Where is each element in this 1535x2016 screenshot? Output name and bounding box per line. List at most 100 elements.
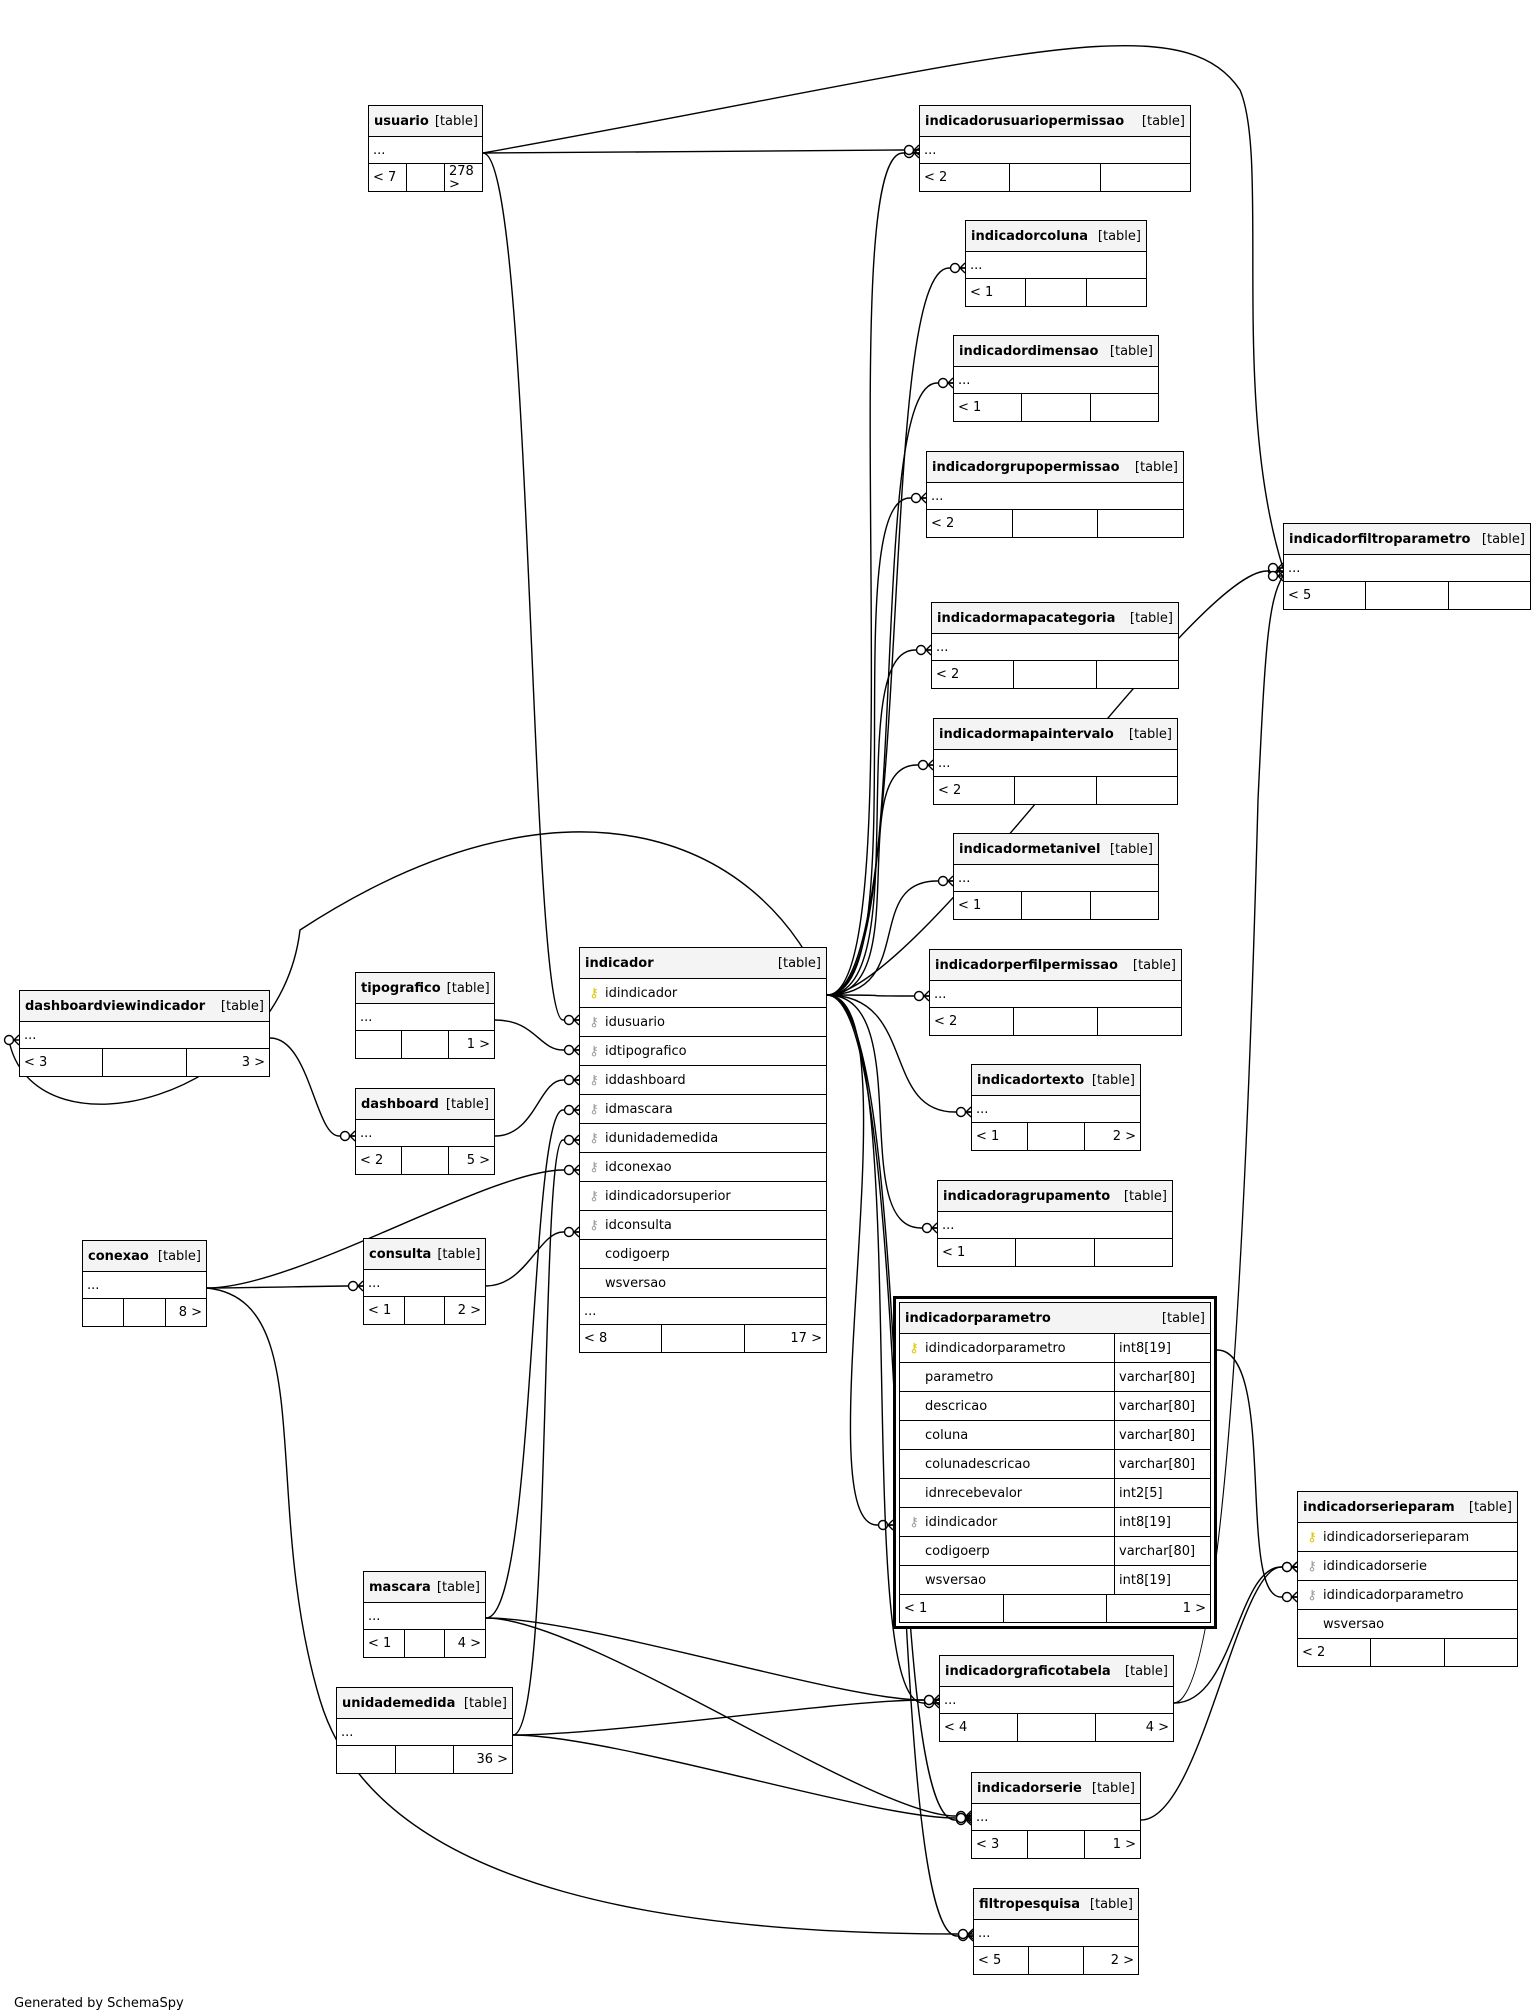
table-name[interactable]: indicador: [585, 955, 654, 971]
table-indicadorserieparam[interactable]: indicadorserieparam[table]⚷idindicadorse…: [1297, 1491, 1518, 1667]
table-name[interactable]: conexao: [88, 1248, 149, 1264]
table-indicadorusuariopermissao[interactable]: indicadorusuariopermissao[table]...< 2: [919, 105, 1191, 192]
table-indicadorcoluna[interactable]: indicadorcoluna[table]...< 1: [965, 220, 1147, 307]
parent-count[interactable]: [356, 1031, 401, 1058]
parent-count[interactable]: [337, 1746, 395, 1773]
table-name[interactable]: indicadorparametro: [905, 1310, 1051, 1326]
child-count[interactable]: [1095, 777, 1177, 804]
child-count[interactable]: 4 >: [444, 1630, 485, 1657]
table-name[interactable]: indicadorserie: [977, 1780, 1082, 1796]
table-name[interactable]: indicadorgraficotabela: [945, 1663, 1111, 1679]
table-name[interactable]: filtropesquisa: [979, 1896, 1081, 1912]
table-name[interactable]: unidademedida: [342, 1695, 456, 1711]
column-row[interactable]: ⚷idindicadorserie: [1298, 1552, 1517, 1581]
column-row[interactable]: ⚷idunidademedida: [580, 1124, 826, 1153]
child-count[interactable]: 1 >: [447, 1031, 494, 1058]
table-indicadorparametro[interactable]: indicadorparametro[table]⚷idindicadorpar…: [893, 1296, 1217, 1629]
column-row[interactable]: ⚷idindicadorserieparam: [1298, 1523, 1517, 1552]
child-count[interactable]: 1 >: [1106, 1595, 1210, 1622]
parent-count[interactable]: < 1: [958, 400, 982, 415]
child-count[interactable]: [1089, 394, 1158, 421]
child-count[interactable]: [1097, 510, 1183, 537]
parent-count[interactable]: < 2: [924, 170, 948, 185]
child-count[interactable]: [1093, 1239, 1172, 1266]
table-indicadorfiltroparametro[interactable]: indicadorfiltroparametro[table]...< 5: [1283, 523, 1531, 610]
parent-count[interactable]: < 1: [904, 1601, 928, 1616]
table-indicador[interactable]: indicador[table]⚷idindicador⚷idusuario⚷i…: [579, 947, 827, 1353]
table-name[interactable]: consulta: [369, 1246, 432, 1262]
parent-count[interactable]: < 1: [368, 1303, 392, 1318]
child-count[interactable]: 17 >: [743, 1325, 826, 1352]
table-name[interactable]: indicadortexto: [977, 1072, 1085, 1088]
table-indicadormetanivel[interactable]: indicadormetanivel[table]...< 1: [953, 833, 1159, 920]
parent-count[interactable]: < 1: [976, 1129, 1000, 1144]
column-row[interactable]: wsversao: [1298, 1610, 1517, 1639]
table-name[interactable]: indicadorgrupopermissao: [932, 459, 1120, 475]
parent-count[interactable]: < 2: [938, 783, 962, 798]
column-row[interactable]: ⚷iddashboard: [580, 1066, 826, 1095]
table-unidademedida[interactable]: unidademedida[table]...36 >: [336, 1687, 513, 1774]
table-name[interactable]: usuario: [374, 113, 429, 129]
parent-count[interactable]: < 7: [373, 170, 397, 185]
parent-count[interactable]: < 5: [978, 1953, 1002, 1968]
table-name[interactable]: indicadorusuariopermissao: [925, 113, 1125, 129]
table-name[interactable]: indicadoragrupamento: [943, 1188, 1111, 1204]
child-count[interactable]: 1 >: [1083, 1831, 1140, 1858]
table-name[interactable]: indicadormapacategoria: [937, 610, 1116, 626]
table-indicadoragrupamento[interactable]: indicadoragrupamento[table]...< 1: [937, 1180, 1173, 1267]
table-indicadorperfilpermissao[interactable]: indicadorperfilpermissao[table]...< 2: [929, 949, 1182, 1036]
table-name[interactable]: dashboardviewindicador: [25, 998, 206, 1014]
column-row[interactable]: ⚷idindicadorparametro: [1298, 1581, 1517, 1610]
table-name[interactable]: indicadorcoluna: [971, 228, 1088, 244]
parent-count[interactable]: < 2: [1302, 1645, 1326, 1660]
parent-count[interactable]: < 1: [368, 1636, 392, 1651]
child-count[interactable]: 2 >: [444, 1297, 485, 1324]
parent-count[interactable]: < 3: [24, 1055, 48, 1070]
column-row[interactable]: codigoerp: [580, 1240, 826, 1269]
table-name[interactable]: indicadorfiltroparametro: [1289, 531, 1471, 547]
table-name[interactable]: indicadormapaintervalo: [939, 726, 1114, 742]
child-count[interactable]: [1089, 892, 1158, 919]
table-name[interactable]: indicadorperfilpermissao: [935, 957, 1118, 973]
child-count[interactable]: 2 >: [1083, 1123, 1140, 1150]
column-row[interactable]: ⚷idconsulta: [580, 1211, 826, 1240]
child-count[interactable]: 3 >: [185, 1049, 269, 1076]
child-count[interactable]: 4 >: [1095, 1714, 1173, 1741]
parent-count[interactable]: < 8: [584, 1331, 608, 1346]
column-row[interactable]: wsversao: [580, 1269, 826, 1298]
column-row[interactable]: ⚷idmascara: [580, 1095, 826, 1124]
column-row[interactable]: ⚷idindicador: [580, 979, 826, 1008]
child-count[interactable]: 278 >: [444, 164, 482, 191]
child-count[interactable]: [1097, 1008, 1181, 1035]
parent-count[interactable]: < 1: [942, 1245, 966, 1260]
table-name[interactable]: indicadorserieparam: [1303, 1499, 1455, 1515]
child-count[interactable]: [1099, 164, 1190, 191]
parent-count[interactable]: < 1: [958, 898, 982, 913]
parent-count[interactable]: [83, 1299, 123, 1326]
table-indicadordimensao[interactable]: indicadordimensao[table]...< 1: [953, 335, 1159, 422]
table-indicadormapacategoria[interactable]: indicadormapacategoria[table]...< 2: [931, 602, 1179, 689]
column-row[interactable]: ⚷idtipografico: [580, 1037, 826, 1066]
table-name[interactable]: indicadordimensao: [959, 343, 1099, 359]
child-count[interactable]: 2 >: [1083, 1947, 1138, 1974]
child-count[interactable]: [1095, 661, 1178, 688]
child-count[interactable]: 5 >: [447, 1147, 494, 1174]
parent-count[interactable]: < 3: [976, 1837, 1000, 1852]
table-name[interactable]: indicadormetanivel: [959, 841, 1101, 857]
